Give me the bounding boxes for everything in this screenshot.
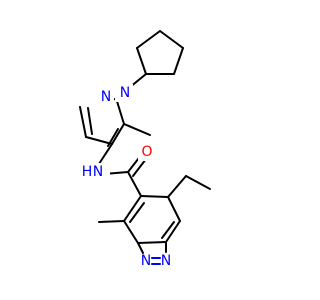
- bond: [185, 175, 211, 190]
- atom-label-amide-n: N: [93, 164, 103, 180]
- bond: [161, 221, 175, 239]
- bond: [123, 195, 142, 222]
- bond: [173, 47, 184, 75]
- bond: [115, 97, 125, 125]
- bond: [87, 107, 93, 135]
- atom-label-amide-h: H: [82, 164, 93, 180]
- bond: [167, 196, 181, 222]
- atom-label-n1: N: [120, 85, 130, 101]
- bond: [159, 30, 184, 49]
- cyclopentyl-ring: [136, 30, 184, 75]
- atom-label-n2: N: [101, 89, 111, 105]
- atom-label-pyridazine-n2: N: [161, 253, 171, 269]
- bond: [140, 195, 169, 198]
- bond: [137, 241, 167, 244]
- bond: [85, 136, 113, 145]
- bond: [167, 175, 187, 198]
- bond: [111, 123, 125, 145]
- bond: [137, 242, 144, 254]
- atom-labels: N N H N O N N: [80, 84, 175, 270]
- molecule-structure: N N H N O N N: [79, 30, 211, 270]
- atom-label-carbonyl-o: O: [141, 144, 152, 160]
- bond: [98, 220, 125, 223]
- bond: [129, 202, 145, 223]
- bond: [165, 220, 181, 243]
- bond: [132, 158, 147, 177]
- bond: [123, 220, 139, 244]
- bond: [123, 123, 151, 136]
- atom-label-pyridazine-n1: N: [141, 253, 151, 269]
- bond: [136, 30, 161, 49]
- pyridazine-ring: [123, 195, 181, 244]
- bond: [127, 171, 142, 197]
- bond: [136, 47, 147, 75]
- bond: [79, 106, 87, 138]
